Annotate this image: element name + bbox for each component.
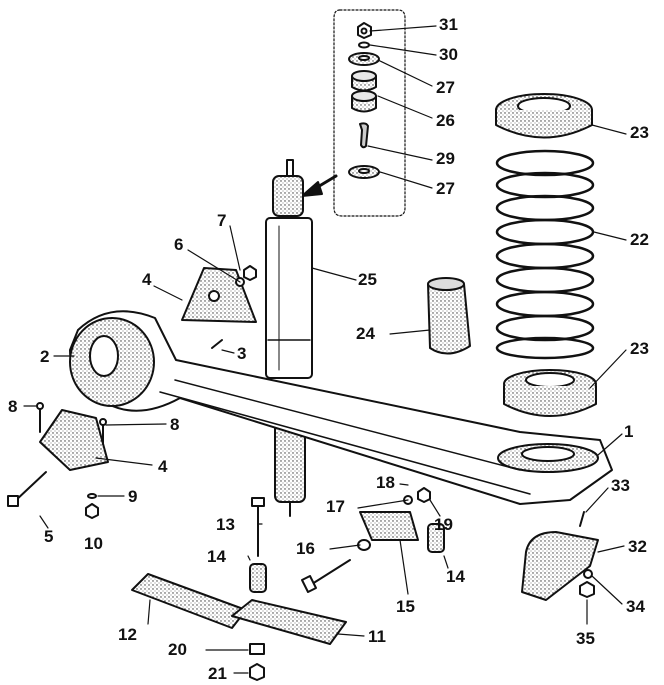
callout-32: 32 [628, 537, 647, 556]
cup-washer-27-top [348, 52, 380, 66]
bolt-3 [211, 339, 223, 349]
bolt-33 [579, 511, 585, 527]
spacer-14-right [427, 523, 445, 553]
rubber-bush-26 [351, 70, 377, 113]
callout-1: 1 [624, 422, 634, 441]
callout-31: 31 [439, 15, 458, 34]
nut-7 [243, 265, 257, 281]
nut-21 [249, 663, 265, 681]
callout-11: 11 [368, 627, 386, 646]
bracket-4-lower [39, 409, 109, 471]
bracket-15 [359, 511, 419, 541]
callout-18: 18 [376, 473, 395, 492]
callout-7: 7 [217, 211, 227, 230]
nut-10 [85, 503, 99, 519]
callout-8-left: 8 [8, 397, 18, 416]
plate-12 [131, 573, 247, 629]
washer-30 [358, 41, 370, 49]
shock-absorber-25 [265, 159, 313, 517]
callout-30: 30 [439, 45, 458, 64]
callout-35: 35 [576, 629, 595, 648]
trailing-arm-beam [69, 310, 613, 505]
spring-cup-1 [497, 443, 599, 473]
callout-12: 12 [118, 625, 137, 644]
callout-14-right: 14 [446, 567, 465, 586]
callout-8-right: 8 [170, 415, 180, 434]
washer-20 [249, 643, 265, 655]
bolt-5 [13, 471, 47, 503]
plate-11 [231, 599, 347, 645]
callout-23-upper: 23 [630, 123, 649, 142]
callout-20: 20 [168, 640, 187, 659]
spring-seat-23-lower [503, 369, 597, 417]
callout-3: 3 [237, 344, 247, 363]
callout-25: 25 [358, 270, 377, 289]
callout-21: 21 [208, 664, 227, 683]
callout-9: 9 [128, 487, 138, 506]
callout-15: 15 [396, 597, 415, 616]
nut-19 [417, 487, 431, 503]
callout-19: 19 [434, 515, 453, 534]
spacer-14-left [249, 563, 267, 593]
callout-16: 16 [296, 539, 315, 558]
callout-33: 33 [611, 476, 630, 495]
callout-23-lower: 23 [630, 339, 649, 358]
callout-13: 13 [216, 515, 235, 534]
bump-stop-24 [427, 279, 471, 355]
callout-27-lower: 27 [436, 179, 455, 198]
coil-spring-22 [495, 149, 595, 360]
callout-4-lower: 4 [158, 457, 168, 476]
cup-washer-27-lower [348, 165, 380, 179]
callout-22: 22 [630, 230, 649, 249]
spacer-29 [359, 122, 369, 149]
callout-26: 26 [436, 111, 455, 130]
mount-inset-frame [333, 9, 406, 217]
callout-6: 6 [174, 235, 184, 254]
nut-35 [579, 581, 595, 598]
callout-17: 17 [326, 497, 345, 516]
washer-9 [87, 493, 97, 499]
callout-4-upper: 4 [142, 270, 152, 289]
callout-14-left: 14 [207, 547, 226, 566]
spring-seat-23-upper [495, 93, 593, 139]
callout-24: 24 [356, 324, 375, 343]
callout-27-top: 27 [436, 78, 455, 97]
callout-5: 5 [44, 527, 54, 546]
callout-10: 10 [84, 534, 103, 553]
bolt-16 [311, 559, 351, 585]
callout-29: 29 [436, 149, 455, 168]
washer-34 [583, 569, 593, 579]
callout-2: 2 [40, 347, 50, 366]
callout-34: 34 [626, 597, 645, 616]
nut-31 [357, 22, 372, 39]
plate-32 [521, 531, 599, 601]
